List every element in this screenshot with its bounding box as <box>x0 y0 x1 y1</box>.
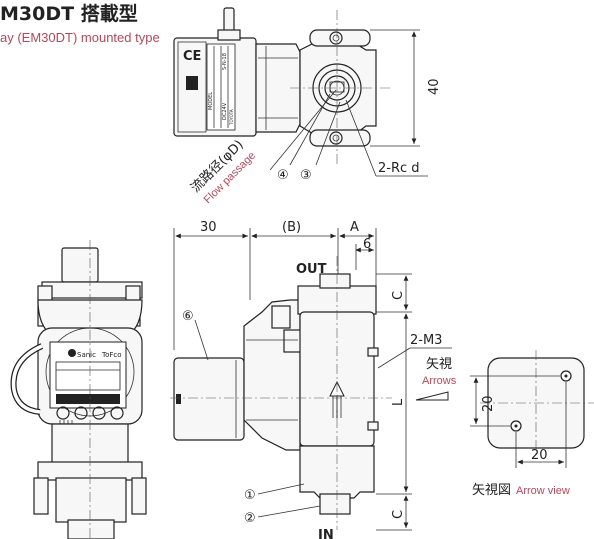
top-view: CE MODEL S-N-18 DC24V TOYOTA <box>173 7 442 206</box>
dim-c-bottom: C <box>391 510 406 519</box>
callout-3: ③ <box>300 168 312 183</box>
callout-2: ② <box>244 511 256 526</box>
front-view: 30 (B) A 6 OUT IN <box>170 220 457 539</box>
dim-a: A <box>350 220 359 235</box>
nameplate-line4: TOYOTA <box>229 109 234 126</box>
hole-1-icon <box>510 420 522 432</box>
ce-mark-icon: CE <box>183 49 201 64</box>
arrow-view-caption-en: Arrow view <box>516 485 570 497</box>
arrow-view-dim-w: 20 <box>531 448 548 463</box>
port-label: 2-Rc d <box>378 161 420 176</box>
callout-1: ① <box>244 488 256 503</box>
view-arrow-icon <box>415 391 449 401</box>
page-subtitle: ay (EM30DT) mounted type <box>0 30 160 45</box>
dim-6: 6 <box>363 237 371 252</box>
button-2-icon <box>74 406 88 420</box>
button-3-icon <box>92 406 106 420</box>
arrow-label-en: Arrows <box>422 375 457 387</box>
logo-text: Sanic <box>77 351 96 359</box>
bolt-bottom-icon <box>329 131 343 145</box>
nameplate-line1: S-N-18 <box>222 53 228 70</box>
nameplate-line2: MODEL <box>208 92 214 110</box>
arrow-view: 20 20 矢視図 Arrow view <box>470 350 594 498</box>
button-4-icon <box>110 406 124 420</box>
logo-text-2: ToFco <box>101 351 122 359</box>
nameplate-line3: DC24V <box>222 102 228 120</box>
callout-6: ⑥ <box>182 309 194 324</box>
side-view: Sanic ToFco <box>10 240 147 539</box>
arrow-label-jp: 矢視 <box>426 357 452 372</box>
top-dim-40: 40 <box>427 78 442 95</box>
thread-label: 2-M3 <box>410 333 442 348</box>
dim-c-top: C <box>391 291 406 300</box>
callout-4: ④ <box>277 168 289 183</box>
out-label: OUT <box>296 262 327 277</box>
bolt-top-icon <box>329 31 343 45</box>
coil-body <box>173 357 245 441</box>
page-title: M30DT 搭載型 <box>0 2 138 25</box>
dim-b: (B) <box>282 220 301 235</box>
dim-30: 30 <box>200 220 217 235</box>
button-1-icon <box>56 406 70 420</box>
hole-2-icon <box>560 370 572 382</box>
in-label: IN <box>318 528 334 539</box>
dim-l: L <box>391 398 406 406</box>
arrow-view-caption-jp: 矢視図 <box>472 483 511 498</box>
arrow-view-dim-h: 20 <box>481 395 496 412</box>
